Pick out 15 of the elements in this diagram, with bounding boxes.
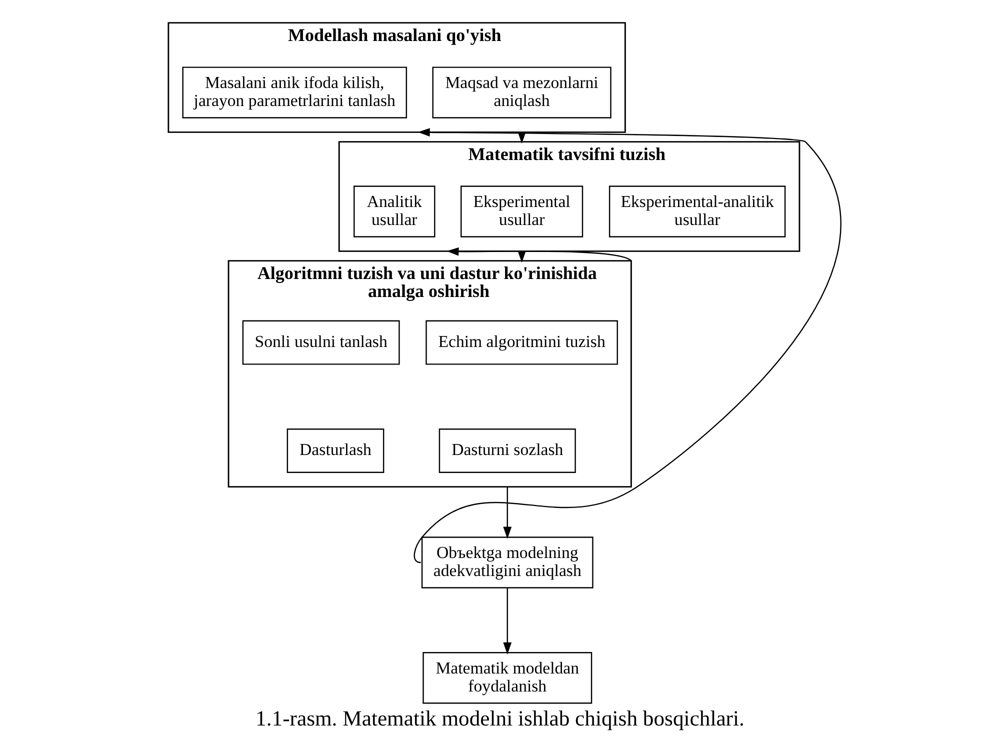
node-box: Dasturlash — [286, 428, 384, 473]
node-box: Eksperimental-analitik usullar — [608, 186, 786, 238]
node-box: Analitik usullar — [354, 186, 436, 238]
node-box: Echim algoritmini tuzish — [426, 320, 618, 365]
node-box: Eksperimental usullar — [460, 186, 584, 238]
node-box: Matematik modeldan foydalanish — [422, 652, 592, 704]
node-box: Dasturni sozlash — [438, 428, 576, 473]
arrow — [503, 486, 512, 539]
arrow — [446, 247, 632, 262]
caption: 1.1-rasm. Matematik modelni ishlab chiqish bosqichlari. — [256, 706, 744, 730]
node-box: Masalani anik ifoda kilish, jarayon parametrlarini tanlash — [182, 66, 408, 118]
node-box: Sonli usulni tanlash — [242, 320, 400, 365]
arrow — [503, 588, 512, 654]
node-box: Obъektga modelning adekvatligini aniqlash — [421, 536, 594, 588]
node-box: Maqsad va mezonlarni aniqlash — [432, 66, 612, 118]
